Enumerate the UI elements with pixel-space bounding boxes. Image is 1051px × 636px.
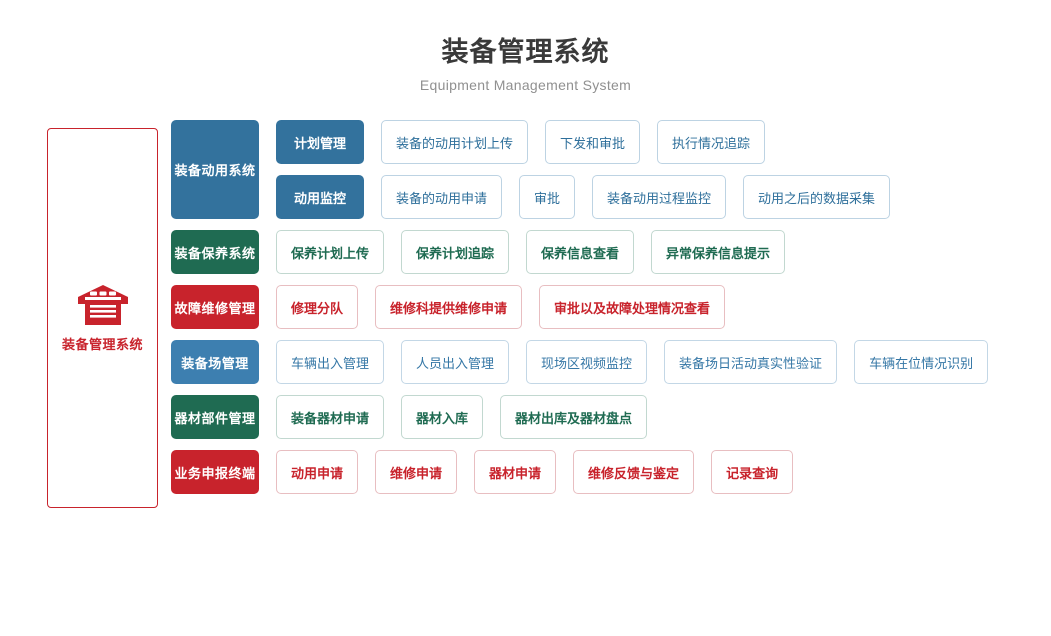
sub-category-dispatch-monitoring[interactable]: 动用监控: [276, 175, 364, 219]
module-card[interactable]: 维修科提供维修申请: [375, 285, 523, 329]
module-card[interactable]: 保养计划追踪: [401, 230, 510, 274]
category-block-equipment-dispatch[interactable]: 装备动用系统: [171, 120, 259, 219]
module-card[interactable]: 器材出库及器材盘点: [500, 395, 648, 439]
module-card[interactable]: 器材申请: [474, 450, 557, 494]
system-panel-label: 装备管理系统: [61, 337, 143, 352]
module-card[interactable]: 车辆出入管理: [276, 340, 385, 384]
module-card[interactable]: 审批: [519, 175, 576, 219]
subrow-plan-management: 计划管理 装备的动用计划上传 下发和审批 执行情况追踪: [259, 120, 890, 164]
module-card[interactable]: 动用申请: [276, 450, 359, 494]
module-card[interactable]: 维修反馈与鉴定: [573, 450, 695, 494]
module-card[interactable]: 保养信息查看: [526, 230, 635, 274]
module-card[interactable]: 器材入库: [401, 395, 484, 439]
category-block-parts-management[interactable]: 器材部件管理: [171, 395, 259, 439]
module-card[interactable]: 人员出入管理: [401, 340, 510, 384]
category-block-equipment-maintenance[interactable]: 装备保养系统: [171, 230, 259, 274]
subrow-dispatch-monitoring: 动用监控 装备的动用申请 审批 装备动用过程监控 动用之后的数据采集: [259, 175, 891, 219]
module-row-fault-repair: 故障维修管理 修理分队 维修科提供维修申请 审批以及故障处理情况查看: [171, 285, 1051, 329]
module-row-equipment-maintenance: 装备保养系统 保养计划上传 保养计划追踪 保养信息查看 异常保养信息提示: [171, 230, 1051, 274]
category-block-fault-repair[interactable]: 故障维修管理: [171, 285, 259, 329]
module-card[interactable]: 装备的动用申请: [381, 175, 503, 219]
module-card[interactable]: 审批以及故障处理情况查看: [539, 285, 726, 329]
warehouse-icon: [77, 285, 128, 325]
module-card[interactable]: 现场区视频监控: [526, 340, 648, 384]
module-card[interactable]: 装备的动用计划上传: [381, 120, 529, 164]
module-row-business-declaration: 业务申报终端 动用申请 维修申请 器材申请 维修反馈与鉴定 记录查询: [171, 450, 1051, 494]
subrow-group-equipment-dispatch: 计划管理 装备的动用计划上传 下发和审批 执行情况追踪 动用监控 装备的动用申请…: [259, 120, 891, 219]
module-card[interactable]: 车辆在位情况识别: [854, 340, 989, 384]
category-block-business-declaration[interactable]: 业务申报终端: [171, 450, 259, 494]
module-card[interactable]: 装备器材申请: [276, 395, 385, 439]
architecture-board: 装备管理系统 装备动用系统 计划管理 装备的动用计划上传 下发和审批 执行情况追…: [0, 120, 1051, 520]
page-title: 装备管理系统: [441, 37, 610, 67]
module-card[interactable]: 装备动用过程监控: [592, 175, 727, 219]
page-header: 装备管理系统 Equipment Management System: [0, 0, 1051, 93]
system-panel[interactable]: 装备管理系统: [47, 128, 158, 508]
page-subtitle: Equipment Management System: [419, 76, 632, 93]
module-card[interactable]: 异常保养信息提示: [651, 230, 786, 274]
module-row-parts-management: 器材部件管理 装备器材申请 器材入库 器材出库及器材盘点: [171, 395, 1051, 439]
module-card[interactable]: 下发和审批: [545, 120, 641, 164]
category-block-equipment-yard[interactable]: 装备场管理: [171, 340, 259, 384]
module-rows: 装备动用系统 计划管理 装备的动用计划上传 下发和审批 执行情况追踪 动用监控 …: [171, 120, 1051, 505]
module-row-equipment-yard: 装备场管理 车辆出入管理 人员出入管理 现场区视频监控 装备场日活动真实性验证 …: [171, 340, 1051, 384]
module-card[interactable]: 修理分队: [276, 285, 359, 329]
module-card[interactable]: 保养计划上传: [276, 230, 385, 274]
module-card[interactable]: 装备场日活动真实性验证: [664, 340, 838, 384]
module-card[interactable]: 执行情况追踪: [657, 120, 766, 164]
module-card[interactable]: 动用之后的数据采集: [743, 175, 891, 219]
module-row-equipment-dispatch: 装备动用系统 计划管理 装备的动用计划上传 下发和审批 执行情况追踪 动用监控 …: [171, 120, 1051, 219]
module-card[interactable]: 记录查询: [711, 450, 794, 494]
module-card[interactable]: 维修申请: [375, 450, 458, 494]
sub-category-plan-management[interactable]: 计划管理: [276, 120, 364, 164]
